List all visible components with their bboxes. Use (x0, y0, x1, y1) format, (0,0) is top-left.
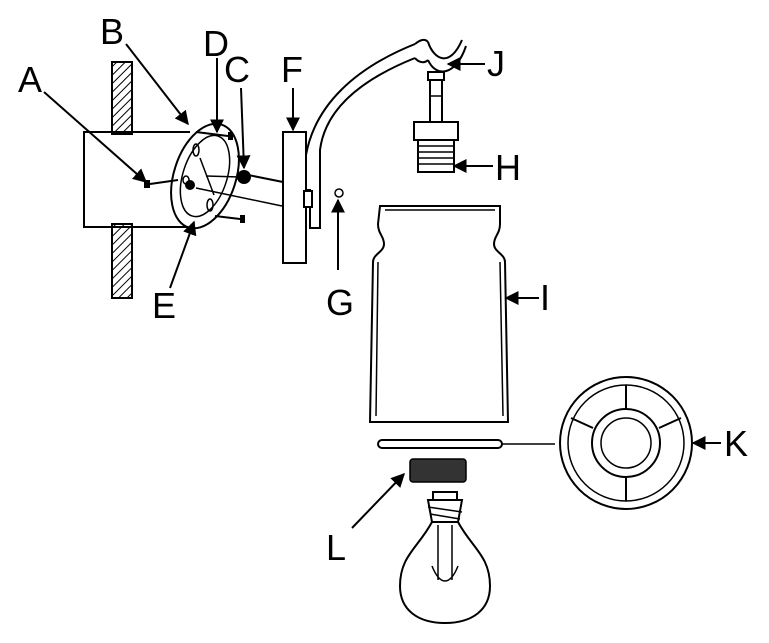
light-bulb (398, 491, 492, 625)
label-l: L (326, 527, 346, 568)
mounting-screw-lower (214, 215, 245, 223)
mounting-plate (170, 122, 240, 230)
label-k: K (724, 423, 748, 464)
set-screw (334, 188, 344, 198)
label-c: C (224, 49, 250, 90)
label-g: G (326, 282, 354, 323)
glass-shade (368, 205, 510, 423)
label-f: F (281, 49, 303, 90)
backplate (247, 131, 307, 264)
label-d: D (203, 23, 229, 64)
label-a: A (18, 59, 42, 100)
label-i: I (540, 277, 550, 318)
leader-lines (43, 43, 721, 529)
label-j: J (487, 43, 505, 84)
label-e: E (152, 285, 176, 326)
mounting-screw-a (144, 179, 179, 188)
lamp-socket (413, 71, 459, 173)
mounting-screw-d (195, 131, 233, 140)
label-b: B (100, 11, 124, 52)
cap-nut-c (237, 170, 251, 184)
socket-ring (409, 458, 467, 483)
shade-ring-plate (377, 439, 555, 449)
arm-end-loop (414, 38, 467, 73)
junction-box (83, 131, 190, 228)
wall-section (111, 61, 133, 299)
label-h: H (495, 147, 521, 188)
curved-arm (303, 43, 416, 229)
shade-ring (559, 376, 693, 510)
